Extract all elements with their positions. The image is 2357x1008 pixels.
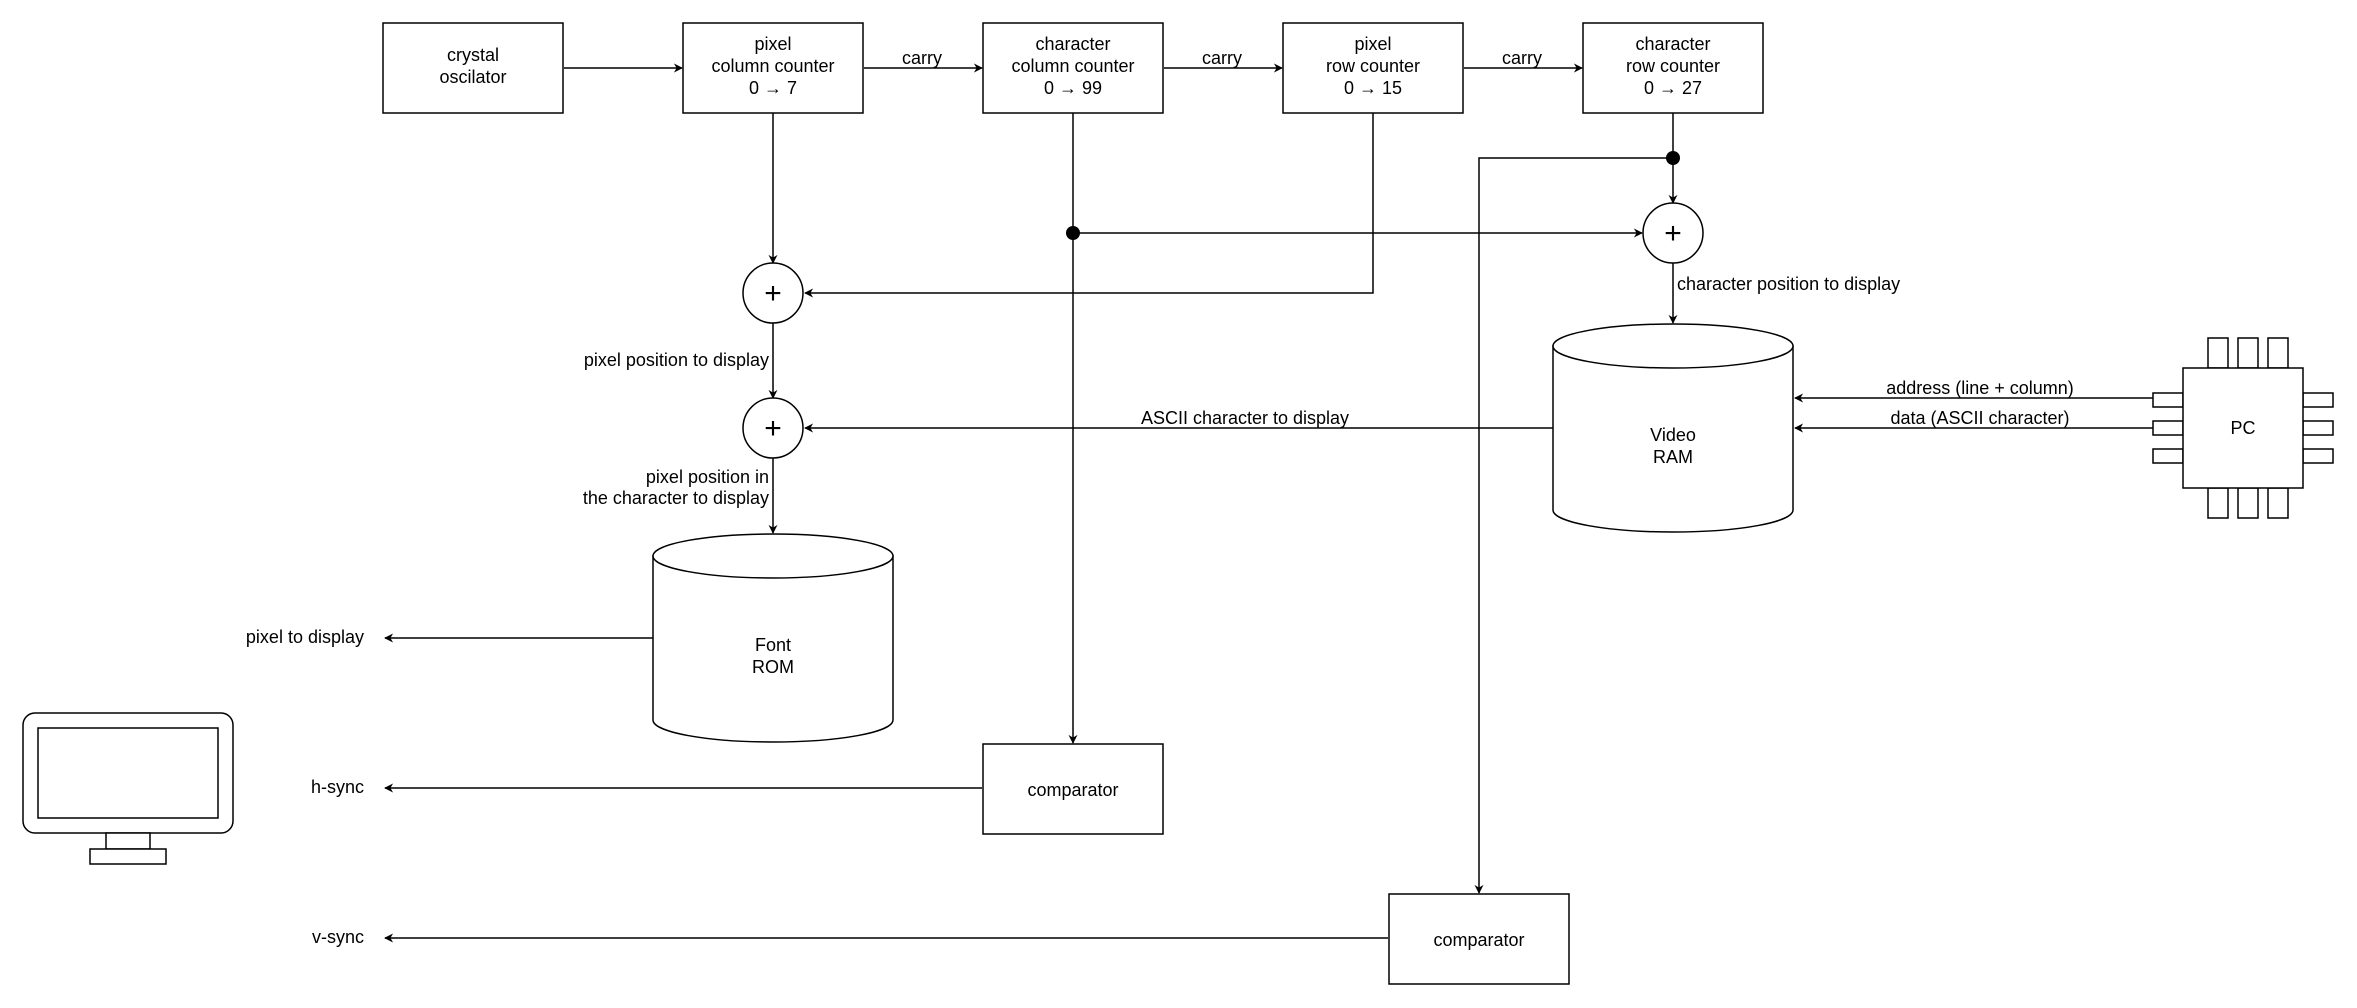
ascii-character-label: ASCII character to display bbox=[1141, 408, 1349, 428]
block-line: character bbox=[1635, 34, 1710, 54]
character-row-counter-block: character row counter 0 → 27 bbox=[1582, 22, 1764, 114]
block-line: 0 → 27 bbox=[1644, 78, 1702, 98]
monitor-icon bbox=[22, 712, 234, 865]
data-label: data (ASCII character) bbox=[1890, 408, 2069, 428]
vsync-label: v-sync bbox=[312, 927, 364, 947]
block-line: row counter bbox=[1326, 56, 1420, 76]
block-line: Font bbox=[755, 635, 791, 655]
comparator-h-block: comparator bbox=[982, 743, 1164, 835]
block-label: comparator bbox=[1433, 930, 1524, 950]
block-line: ROM bbox=[752, 657, 794, 677]
connections bbox=[384, 63, 2153, 943]
carry-label: carry bbox=[902, 48, 942, 68]
hsync-label: h-sync bbox=[311, 777, 364, 797]
adder-font-address: + bbox=[742, 397, 804, 459]
block-line: pixel bbox=[1354, 34, 1391, 54]
pixel-row-counter-block: pixel row counter 0 → 15 bbox=[1282, 22, 1464, 114]
video-ram-block: Video RAM bbox=[1552, 323, 1794, 533]
character-position-label: character position to display bbox=[1677, 274, 1900, 294]
comparator-v-block: comparator bbox=[1388, 893, 1570, 985]
pc-label: PC bbox=[2230, 418, 2255, 438]
block-label: comparator bbox=[1027, 780, 1118, 800]
block-line: pixel bbox=[754, 34, 791, 54]
adder-pixel-position: + bbox=[742, 262, 804, 324]
carry-label: carry bbox=[1502, 48, 1542, 68]
carry-label: carry bbox=[1202, 48, 1242, 68]
block-line: Video bbox=[1650, 425, 1696, 445]
pixel-output-label: pixel to display bbox=[246, 627, 364, 647]
font-rom-block: Font ROM bbox=[652, 533, 894, 743]
block-line: 0 → 7 bbox=[749, 78, 797, 98]
chip-icon: PC bbox=[2152, 337, 2334, 519]
address-label: address (line + column) bbox=[1886, 378, 2074, 398]
block-line: column counter bbox=[1011, 56, 1134, 76]
pixel-column-counter-block: pixel column counter 0 → 7 bbox=[682, 22, 864, 114]
adder-character-position: + bbox=[1642, 202, 1704, 264]
adder-symbol: + bbox=[764, 277, 782, 310]
adder-symbol: + bbox=[1664, 217, 1682, 250]
crystal-oscillator-block: crystal oscilator bbox=[382, 22, 564, 114]
block-line: 0 → 99 bbox=[1044, 78, 1102, 98]
block-line: RAM bbox=[1653, 447, 1693, 467]
pixel-position-in-char-label: the character to display bbox=[583, 488, 769, 508]
block-line: column counter bbox=[711, 56, 834, 76]
pixel-position-in-char-label: pixel position in bbox=[646, 467, 769, 487]
wire-labels: carry carry carry pixel position to disp… bbox=[246, 48, 2074, 947]
junction-dot bbox=[1066, 226, 1080, 240]
block-line: oscilator bbox=[439, 67, 506, 87]
block-line: 0 → 15 bbox=[1344, 78, 1402, 98]
adder-symbol: + bbox=[764, 412, 782, 445]
junction-dot bbox=[1666, 151, 1680, 165]
pixel-position-label: pixel position to display bbox=[584, 350, 769, 370]
block-line: character bbox=[1035, 34, 1110, 54]
block-line: row counter bbox=[1626, 56, 1720, 76]
character-column-counter-block: character column counter 0 → 99 bbox=[982, 22, 1164, 114]
block-line: crystal bbox=[447, 45, 499, 65]
